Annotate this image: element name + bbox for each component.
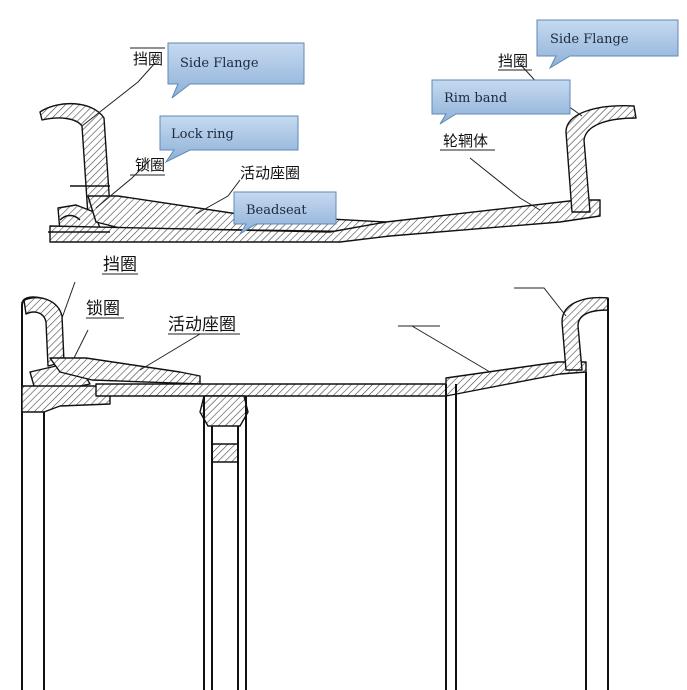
svg-text:Lock ring: Lock ring <box>171 127 234 142</box>
right-side-flange-shape <box>565 105 637 213</box>
top-left-seat-zh: 活动座圈 <box>240 164 300 182</box>
callout-side-flange-left: Side Flange <box>167 42 305 99</box>
bottom-rim-band-shape <box>95 383 447 397</box>
bottom-rim-cross-section <box>21 296 609 690</box>
top-right-body-zh: 轮辋体 <box>443 132 488 150</box>
right-drop-wall <box>445 384 457 690</box>
bottom-left-flange-shape <box>23 297 65 367</box>
bottom-seat-zh: 活动座圈 <box>168 315 236 335</box>
bottom-right-flange-shape <box>561 296 609 371</box>
callout-rim-band: Rim band <box>431 79 571 125</box>
bottom-leader-lines <box>61 273 567 373</box>
top-right-flange-zh: 挡圈 <box>498 52 528 70</box>
top-left-lock-zh: 锁圈 <box>135 156 165 174</box>
svg-text:Side Flange: Side Flange <box>180 56 259 71</box>
center-disc-weld-shape <box>199 395 249 427</box>
bottom-right-taper-shape <box>445 361 587 397</box>
center-disc-lower-shape <box>211 443 239 463</box>
svg-text:Rim band: Rim band <box>444 91 507 106</box>
top-leader-lines <box>81 47 583 215</box>
left-outer-wall <box>21 296 41 690</box>
bottom-flange-zh: 挡圈 <box>103 255 137 275</box>
rim-band-base-shape <box>49 199 601 243</box>
bottom-left-beadseat-shape <box>49 357 201 385</box>
top-section-view <box>39 102 637 243</box>
center-disc-walls <box>203 396 247 690</box>
bottom-lock-zh: 锁圈 <box>86 299 120 319</box>
svg-text:Beadseat: Beadseat <box>246 203 307 218</box>
callout-beadseat: Beadseat <box>233 191 337 235</box>
top-left-flange-zh: 挡圈 <box>133 50 163 68</box>
top-left-detail-lines <box>48 185 110 233</box>
svg-text:Side Flange: Side Flange <box>550 32 629 47</box>
callout-lock-ring: Lock ring <box>159 115 299 164</box>
callout-side-flange-right: Side Flange <box>536 19 679 70</box>
